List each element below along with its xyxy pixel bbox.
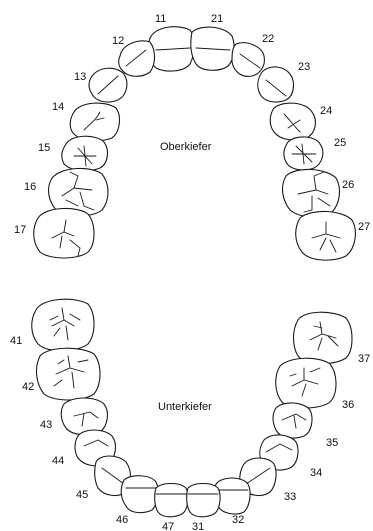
tooth-number-37: 37	[358, 353, 370, 365]
tooth-number-43: 45	[76, 489, 88, 501]
tooth-number-31: 31	[192, 521, 204, 531]
tooth-22[interactable]	[232, 43, 264, 77]
tooth-27[interactable]	[296, 211, 356, 260]
tooth-45[interactable]	[61, 398, 107, 435]
tooth-42[interactable]	[121, 476, 158, 513]
tooth-number-33: 33	[284, 491, 296, 503]
tooth-36[interactable]	[276, 358, 336, 408]
tooth-number-11: 11	[155, 13, 166, 25]
tooth-number-32: 32	[232, 514, 244, 526]
tooth-24[interactable]	[270, 103, 315, 140]
tooth-number-22: 22	[262, 33, 274, 45]
tooth-37[interactable]	[294, 312, 353, 364]
tooth-46[interactable]	[37, 348, 100, 400]
tooth-number-46: 42	[22, 381, 34, 393]
tooth-number-36: 36	[342, 399, 354, 411]
tooth-41[interactable]	[155, 484, 188, 517]
tooth-number-24: 24	[320, 105, 332, 117]
tooth-14[interactable]	[70, 103, 119, 141]
tooth-35[interactable]	[273, 403, 312, 438]
tooth-31[interactable]	[187, 484, 220, 517]
tooth-number-12: 12	[112, 35, 124, 47]
tooth-47[interactable]	[32, 299, 94, 351]
tooth-number-16: 16	[24, 181, 36, 193]
tooth-number-45: 43	[40, 419, 52, 431]
tooth-number-34: 34	[310, 467, 322, 479]
tooth-number-25: 25	[334, 137, 346, 149]
tooth-17[interactable]	[34, 208, 94, 258]
tooth-number-26: 26	[342, 179, 354, 191]
lower-jaw-label: Unterkiefer	[158, 401, 212, 413]
tooth-number-14: 14	[52, 101, 64, 113]
tooth-number-44: 44	[52, 455, 64, 467]
tooth-13[interactable]	[89, 68, 127, 102]
tooth-23[interactable]	[258, 67, 294, 102]
tooth-21[interactable]	[191, 27, 234, 70]
upper-jaw-label: Oberkiefer	[160, 141, 212, 153]
tooth-number-42: 46	[116, 514, 128, 526]
tooth-number-17: 17	[14, 224, 26, 236]
tooth-number-15: 15	[38, 142, 50, 154]
tooth-number-23: 23	[298, 61, 310, 73]
tooth-25[interactable]	[284, 137, 323, 170]
tooth-number-35: 35	[326, 437, 338, 449]
tooth-number-21: 21	[211, 13, 223, 25]
tooth-number-13: 13	[74, 71, 86, 83]
tooth-number-27: 27	[358, 221, 370, 233]
tooth-number-41: 47	[162, 521, 174, 531]
tooth-26[interactable]	[283, 169, 340, 217]
tooth-15[interactable]	[62, 136, 108, 170]
tooth-11[interactable]	[148, 27, 194, 71]
tooth-number-47: 41	[10, 335, 22, 347]
